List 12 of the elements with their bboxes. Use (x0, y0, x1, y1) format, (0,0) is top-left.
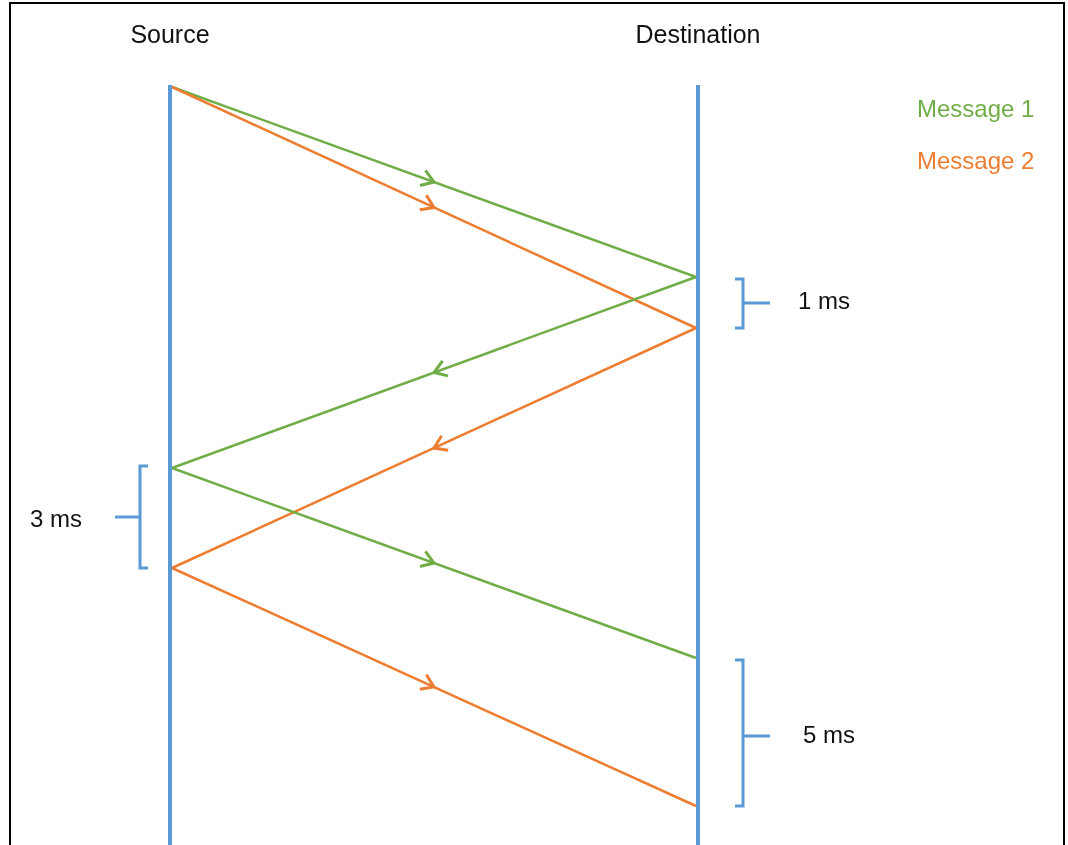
duration-label: 3 ms (30, 505, 82, 533)
legend-entry: Message 1 (917, 95, 1035, 123)
duration-label: 5 ms (803, 721, 855, 749)
lifeline-title: Source (129, 20, 211, 49)
message-arrow (171, 566, 697, 808)
legend-entry: Message 2 (917, 147, 1035, 175)
duration-label: 1 ms (798, 287, 850, 315)
message-arrow (171, 275, 697, 470)
message-arrow (171, 466, 697, 660)
message-arrow (171, 326, 697, 570)
lifeline-title: Destination (634, 20, 762, 49)
message-arrow (171, 85, 697, 330)
